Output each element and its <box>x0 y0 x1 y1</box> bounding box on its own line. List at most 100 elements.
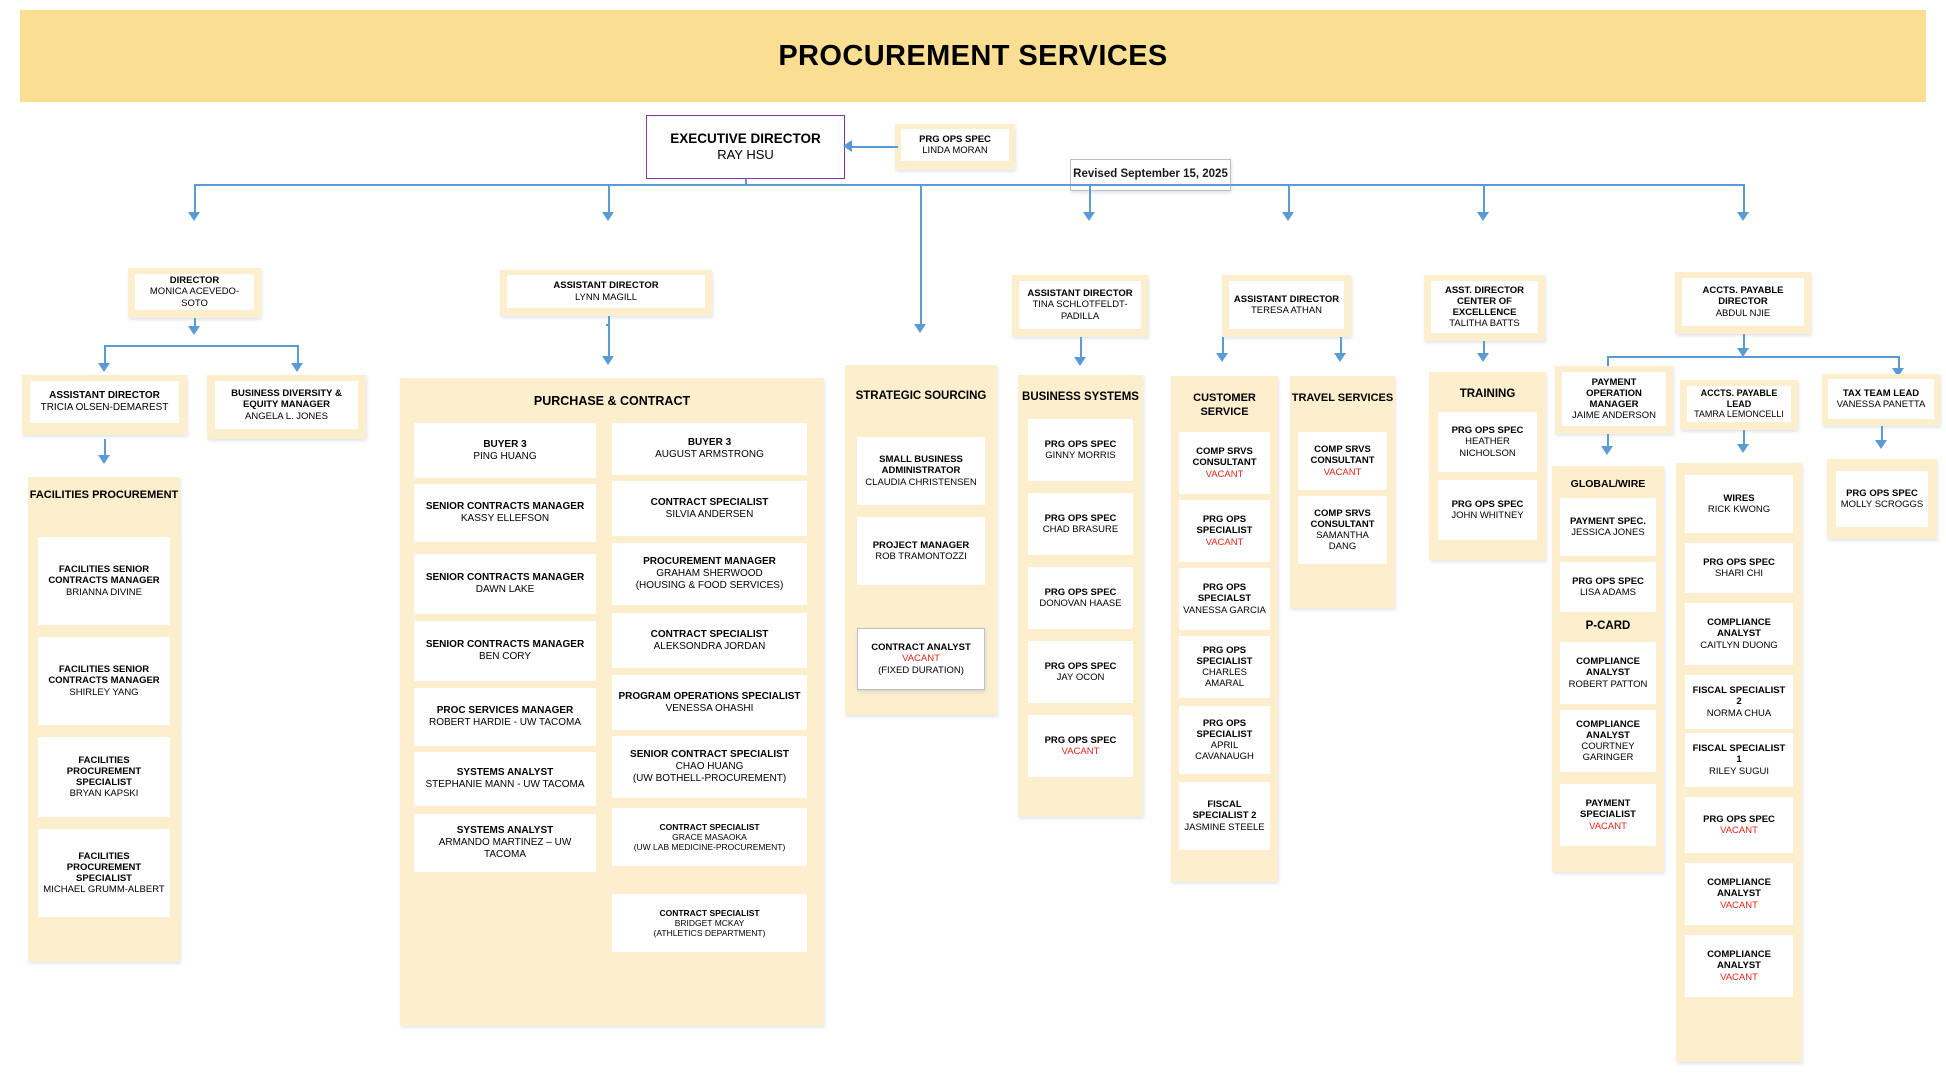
connector-arrow <box>291 363 303 372</box>
node-title: PRG OPS SPECIALIST <box>1196 514 1253 537</box>
node-accts-payable-lead[interactable]: ACCTS. PAYABLE LEAD TAMRA LEMONCELLI <box>1680 380 1798 430</box>
node-person: RAY HSU <box>717 147 774 163</box>
node-cs-1[interactable]: PRG OPS SPECIALIST VACANT <box>1179 500 1270 562</box>
node-title: BUSINESS DIVERSITY & EQUITY MANAGER <box>231 388 342 411</box>
node-w-6[interactable]: COMPLIANCE ANALYST VACANT <box>1685 863 1793 925</box>
connector-arrow <box>1892 368 1904 377</box>
node-pc-left-0[interactable]: BUYER 3 PING HUANG <box>414 423 596 478</box>
node-person: MONICA ACEVEDO-SOTO <box>149 286 240 309</box>
node-title: COMPLIANCE ANALYST <box>1576 656 1640 679</box>
node-title: PRG OPS SPEC <box>1044 586 1117 598</box>
node-title: FISCAL SPECIALIST 2 <box>1192 799 1257 822</box>
node-w-0[interactable]: WIRES RICK KWONG <box>1685 475 1793 533</box>
node-w-7[interactable]: COMPLIANCE ANALYST VACANT <box>1685 935 1793 997</box>
node-bs-2[interactable]: PRG OPS SPEC DONOVAN HAASE <box>1028 567 1133 629</box>
node-bs-4[interactable]: PRG OPS SPEC VACANT <box>1028 715 1133 777</box>
node-executive-director[interactable]: EXECUTIVE DIRECTOR RAY HSU <box>646 115 845 179</box>
node-pc-left-1[interactable]: SENIOR CONTRACTS MANAGER KASSY ELLEFSON <box>414 484 596 542</box>
node-director-abdul[interactable]: ACCTS. PAYABLE DIRECTOR ABDUL NJIE <box>1675 272 1811 334</box>
node-title: EXECUTIVE DIRECTOR <box>670 130 821 146</box>
node-facilities-0[interactable]: FACILITIES SENIOR CONTRACTS MANAGER BRIA… <box>38 537 170 625</box>
node-title: BUYER 3 <box>687 437 732 449</box>
node-ss-contract-analyst[interactable]: CONTRACT ANALYST VACANT (FIXED DURATION) <box>857 628 985 690</box>
node-director-lynn[interactable]: ASSISTANT DIRECTOR LYNN MAGILL <box>500 270 712 316</box>
node-facilities-2[interactable]: FACILITIES PROCUREMENT SPECIALIST BRYAN … <box>38 737 170 817</box>
node-assistant-director-tricia[interactable]: ASSISTANT DIRECTOR TRICIA OLSEN-DEMAREST <box>22 375 187 435</box>
connector-arrow <box>98 455 110 464</box>
group-travel-services: TRAVEL SERVICES COMP SRVS CONSULTANT VAC… <box>1290 376 1395 608</box>
node-title: PAYMENT SPECIALIST <box>1580 798 1636 821</box>
node-title: ASSISTANT DIRECTOR <box>553 280 659 292</box>
node-director-tina[interactable]: ASSISTANT DIRECTOR TINA SCHLOTFELDT-PADI… <box>1012 275 1148 337</box>
node-person: CHAO HUANG <box>675 761 744 773</box>
node-title: COMPLIANCE ANALYST <box>1707 949 1771 972</box>
node-person: RILEY SUGUI <box>1708 765 1769 777</box>
connector-arrow <box>843 140 852 152</box>
node-w-3[interactable]: FISCAL SPECIALIST 2 NORMA CHUA <box>1685 675 1793 729</box>
connector-arrow <box>914 324 926 333</box>
node-tr-1[interactable]: PRG OPS SPEC JOHN WHITNEY <box>1438 480 1537 540</box>
page-banner: PROCUREMENT SERVICES <box>20 10 1926 102</box>
node-title: FISCAL SPECIALIST 2 <box>1692 685 1786 708</box>
node-person: CLAUDIA CHRISTENSEN <box>865 476 977 488</box>
node-pc-1[interactable]: COMPLIANCE ANALYST COURTNEY GARINGER <box>1560 710 1656 772</box>
node-cs-3[interactable]: PRG OPS SPECIALIST CHARLES AMARAL <box>1179 636 1270 698</box>
node-person: VANESSA GARCIA <box>1183 604 1266 616</box>
node-pc-2[interactable]: PAYMENT SPECIALIST VACANT <box>1560 784 1656 846</box>
node-director-talitha[interactable]: ASST. DIRECTOR CENTER OF EXCELLENCE TALI… <box>1424 275 1545 341</box>
node-pc-left-5[interactable]: SYSTEMS ANALYST STEPHANIE MANN - UW TACO… <box>414 752 596 806</box>
node-pc-right-1[interactable]: CONTRACT SPECIALIST SILVIA ANDERSEN <box>612 481 807 536</box>
node-exec-assistant[interactable]: PRG OPS SPEC LINDA MORAN <box>895 124 1015 170</box>
node-pc-right-3[interactable]: CONTRACT SPECIALIST ALEKSONDRA JORDAN <box>612 613 807 668</box>
connector-line <box>1483 184 1485 214</box>
node-pc-right-0[interactable]: BUYER 3 AUGUST ARMSTRONG <box>612 423 807 475</box>
node-title: PAYMENT SPEC. <box>1569 515 1647 527</box>
node-pc-right-2[interactable]: PROCUREMENT MANAGER GRAHAM SHERWOOD (HOU… <box>612 543 807 605</box>
node-w-5[interactable]: PRG OPS SPEC VACANT <box>1685 797 1793 853</box>
node-cs-4[interactable]: PRG OPS SPECIALIST APRIL CAVANAUGH <box>1179 706 1270 774</box>
node-ts-0[interactable]: COMP SRVS CONSULTANT VACANT <box>1298 432 1387 490</box>
node-bs-0[interactable]: PRG OPS SPEC GINNY MORRIS <box>1028 419 1133 481</box>
node-director-teresa[interactable]: ASSISTANT DIRECTOR TERESA ATHAN <box>1222 275 1351 337</box>
node-title: ACCTS. PAYABLE LEAD <box>1700 388 1778 409</box>
node-facilities-3[interactable]: FACILITIES PROCUREMENT SPECIALIST MICHAE… <box>38 829 170 917</box>
node-tax-0[interactable]: PRG OPS SPEC MOLLY SCROGGS <box>1836 471 1928 527</box>
node-cs-5[interactable]: FISCAL SPECIALIST 2 JASMINE STEELE <box>1179 782 1270 850</box>
node-bde-manager-angela[interactable]: BUSINESS DIVERSITY & EQUITY MANAGER ANGE… <box>207 375 366 439</box>
node-title: PAYMENT OPERATION MANAGER <box>1586 376 1642 410</box>
node-director-monica[interactable]: DIRECTOR MONICA ACEVEDO-SOTO <box>128 268 261 318</box>
node-tax-team-lead[interactable]: TAX TEAM LEAD VANESSA PANETTA <box>1822 374 1940 426</box>
node-gw-0[interactable]: PAYMENT SPEC. JESSICA JONES <box>1560 498 1656 556</box>
node-person: LISA ADAMS <box>1580 587 1636 598</box>
connector-arrow <box>1875 440 1887 449</box>
node-bs-1[interactable]: PRG OPS SPEC CHAD BRASURE <box>1028 493 1133 555</box>
node-cs-0[interactable]: COMP SRVS CONSULTANT VACANT <box>1179 432 1270 494</box>
node-w-4[interactable]: FISCAL SPECIALIST 1 RILEY SUGUI <box>1685 733 1793 787</box>
node-ts-1[interactable]: COMP SRVS CONSULTANT SAMANTHA DANG <box>1298 496 1387 564</box>
node-pc-right-5[interactable]: SENIOR CONTRACT SPECIALIST CHAO HUANG (U… <box>612 736 807 798</box>
connector-line <box>852 146 898 148</box>
connector-arrow <box>188 212 200 221</box>
node-pc-right-4[interactable]: PROGRAM OPERATIONS SPECIALIST VENESSA OH… <box>612 675 807 730</box>
node-bs-3[interactable]: PRG OPS SPEC JAY OCON <box>1028 641 1133 703</box>
node-pc-left-4[interactable]: PROC SERVICES MANAGER ROBERT HARDIE - UW… <box>414 688 596 746</box>
node-ss-0[interactable]: SMALL BUSINESS ADMINISTRATOR CLAUDIA CHR… <box>857 437 985 505</box>
node-gw-1[interactable]: PRG OPS SPEC LISA ADAMS <box>1560 562 1656 612</box>
node-pc-left-2[interactable]: SENIOR CONTRACTS MANAGER DAWN LAKE <box>414 554 596 614</box>
node-pc-left-6[interactable]: SYSTEMS ANALYST ARMANDO MARTINEZ – UW TA… <box>414 814 596 872</box>
node-pc-right-7[interactable]: CONTRACT SPECIALIST BRIDGET MCKAY (ATHLE… <box>612 894 807 952</box>
node-w-2[interactable]: COMPLIANCE ANALYST CAITLYN DUONG <box>1685 603 1793 665</box>
node-facilities-1[interactable]: FACILITIES SENIOR CONTRACTS MANAGER SHIR… <box>38 637 170 725</box>
node-pc-0[interactable]: COMPLIANCE ANALYST ROBERT PATTON <box>1560 642 1656 704</box>
node-title: ASST. DIRECTOR CENTER OF EXCELLENCE <box>1444 284 1524 318</box>
node-pc-right-6[interactable]: CONTRACT SPECIALIST GRACE MASAOKA (UW LA… <box>612 808 807 866</box>
node-cs-2[interactable]: PRG OPS SPECIALST VANESSA GARCIA <box>1179 568 1270 630</box>
node-ss-1[interactable]: PROJECT MANAGER ROB TRAMONTOZZI <box>857 517 985 585</box>
node-payment-operation-manager[interactable]: PAYMENT OPERATION MANAGER JAIME ANDERSON <box>1555 366 1673 434</box>
group-header: FACILITIES PROCUREMENT <box>29 489 179 501</box>
node-w-1[interactable]: PRG OPS SPEC SHARI CHI <box>1685 543 1793 593</box>
node-pc-left-3[interactable]: SENIOR CONTRACTS MANAGER BEN CORY <box>414 621 596 681</box>
node-tr-0[interactable]: PRG OPS SPEC HEATHER NICHOLSON <box>1438 412 1537 472</box>
node-title: ASSISTANT DIRECTOR <box>1233 293 1340 305</box>
